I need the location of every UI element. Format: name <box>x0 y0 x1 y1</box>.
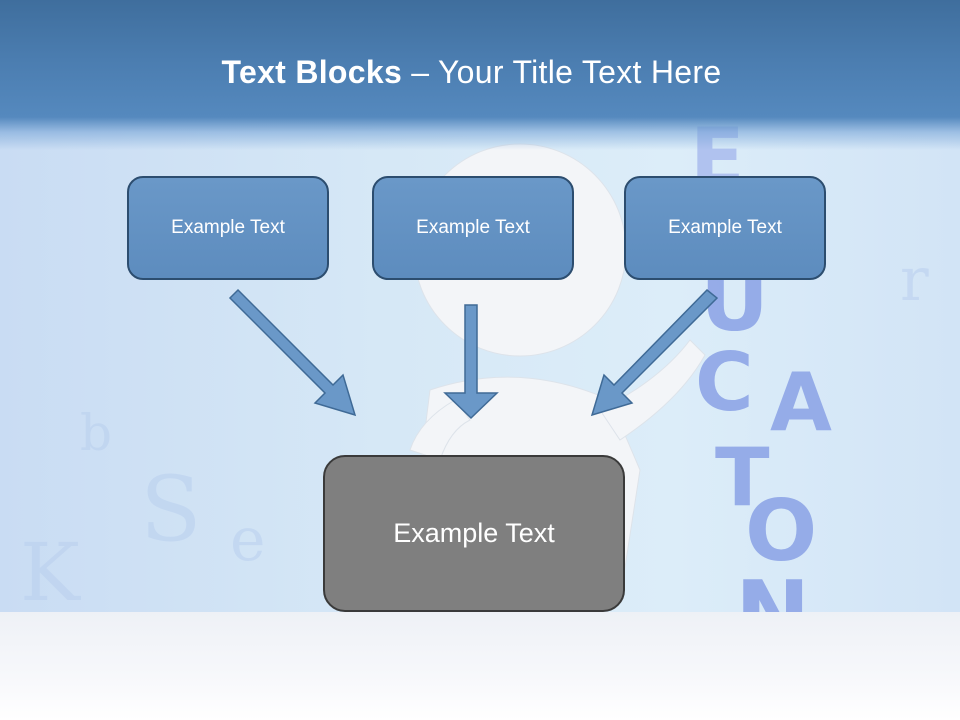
arrow-middle <box>443 304 499 420</box>
arrow-left <box>228 288 357 417</box>
text-block-3-label: Example Text <box>668 217 782 238</box>
arrow-right <box>590 288 719 417</box>
svg-text:b: b <box>80 404 112 462</box>
title-bold: Text Blocks <box>221 54 403 90</box>
svg-text:A: A <box>770 356 832 449</box>
header-bar <box>0 0 960 150</box>
text-block-2[interactable]: Example Text <box>372 176 574 280</box>
text-block-1[interactable]: Example Text <box>127 176 329 280</box>
center-text-block[interactable]: Example Text <box>323 455 625 612</box>
svg-text:K: K <box>20 526 81 619</box>
svg-text:r: r <box>900 245 929 315</box>
title-rest: – Your Title Text Here <box>402 54 722 90</box>
svg-text:T: T <box>715 431 770 524</box>
text-block-1-label: Example Text <box>171 217 285 238</box>
text-block-2-label: Example Text <box>416 217 530 238</box>
slide-title: Text Blocks – Your Title Text Here <box>0 54 943 91</box>
text-block-3[interactable]: Example Text <box>624 176 826 280</box>
floor <box>0 612 960 720</box>
svg-text:e: e <box>230 505 266 575</box>
svg-text:O: O <box>745 482 817 581</box>
svg-text:C: C <box>695 336 754 429</box>
svg-text:S: S <box>140 457 202 562</box>
center-text-block-label: Example Text <box>393 518 555 548</box>
